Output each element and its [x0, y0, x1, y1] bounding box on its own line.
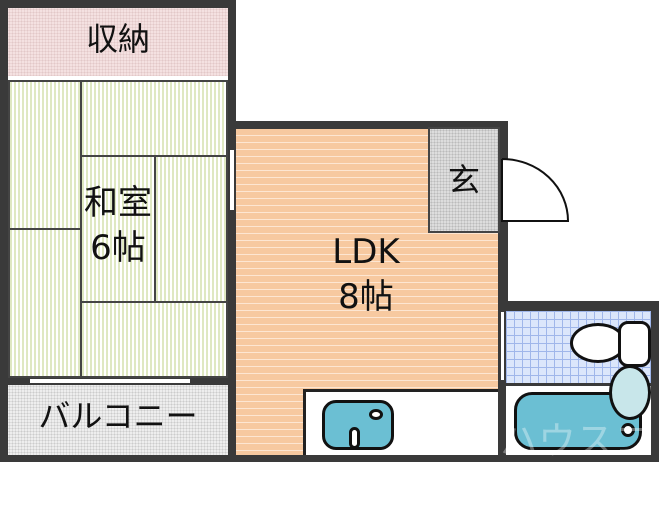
kitchen-sink	[322, 400, 394, 450]
washbasin	[609, 365, 651, 420]
tatami-mat	[154, 155, 228, 303]
closet-door[interactable]	[8, 76, 228, 80]
toilet-tank	[618, 321, 651, 367]
kitchen	[303, 389, 498, 455]
balcony-door[interactable]	[30, 379, 190, 383]
bath-drain-icon	[621, 423, 635, 437]
washitsu-room: 和室 6帖	[8, 80, 228, 378]
genkan-label: 玄	[447, 161, 480, 199]
storage-room: 収納	[8, 8, 228, 76]
wet-area-door[interactable]	[501, 312, 504, 380]
ldk-size: 8帖	[338, 277, 394, 317]
washitsu-name: 和室	[84, 183, 152, 223]
balcony-label: バルコニー	[38, 397, 198, 435]
drain-icon	[349, 427, 360, 449]
tatami-mat	[8, 80, 82, 230]
washitsu-size: 6帖	[90, 228, 146, 268]
genkan: 玄	[428, 127, 500, 233]
entrance-door[interactable]	[500, 155, 575, 227]
tatami-mat	[8, 228, 82, 378]
tatami-mat	[80, 80, 228, 157]
storage-label: 収納	[85, 20, 150, 58]
watermark: ハウスコム	[500, 419, 653, 518]
faucet-icon	[369, 409, 383, 420]
sliding-door[interactable]	[230, 150, 234, 210]
balcony: バルコニー	[8, 385, 228, 455]
bathtub	[514, 392, 642, 450]
tatami-mat	[80, 301, 228, 378]
ldk-name: LDK	[332, 232, 400, 272]
toilet-room	[506, 311, 651, 383]
